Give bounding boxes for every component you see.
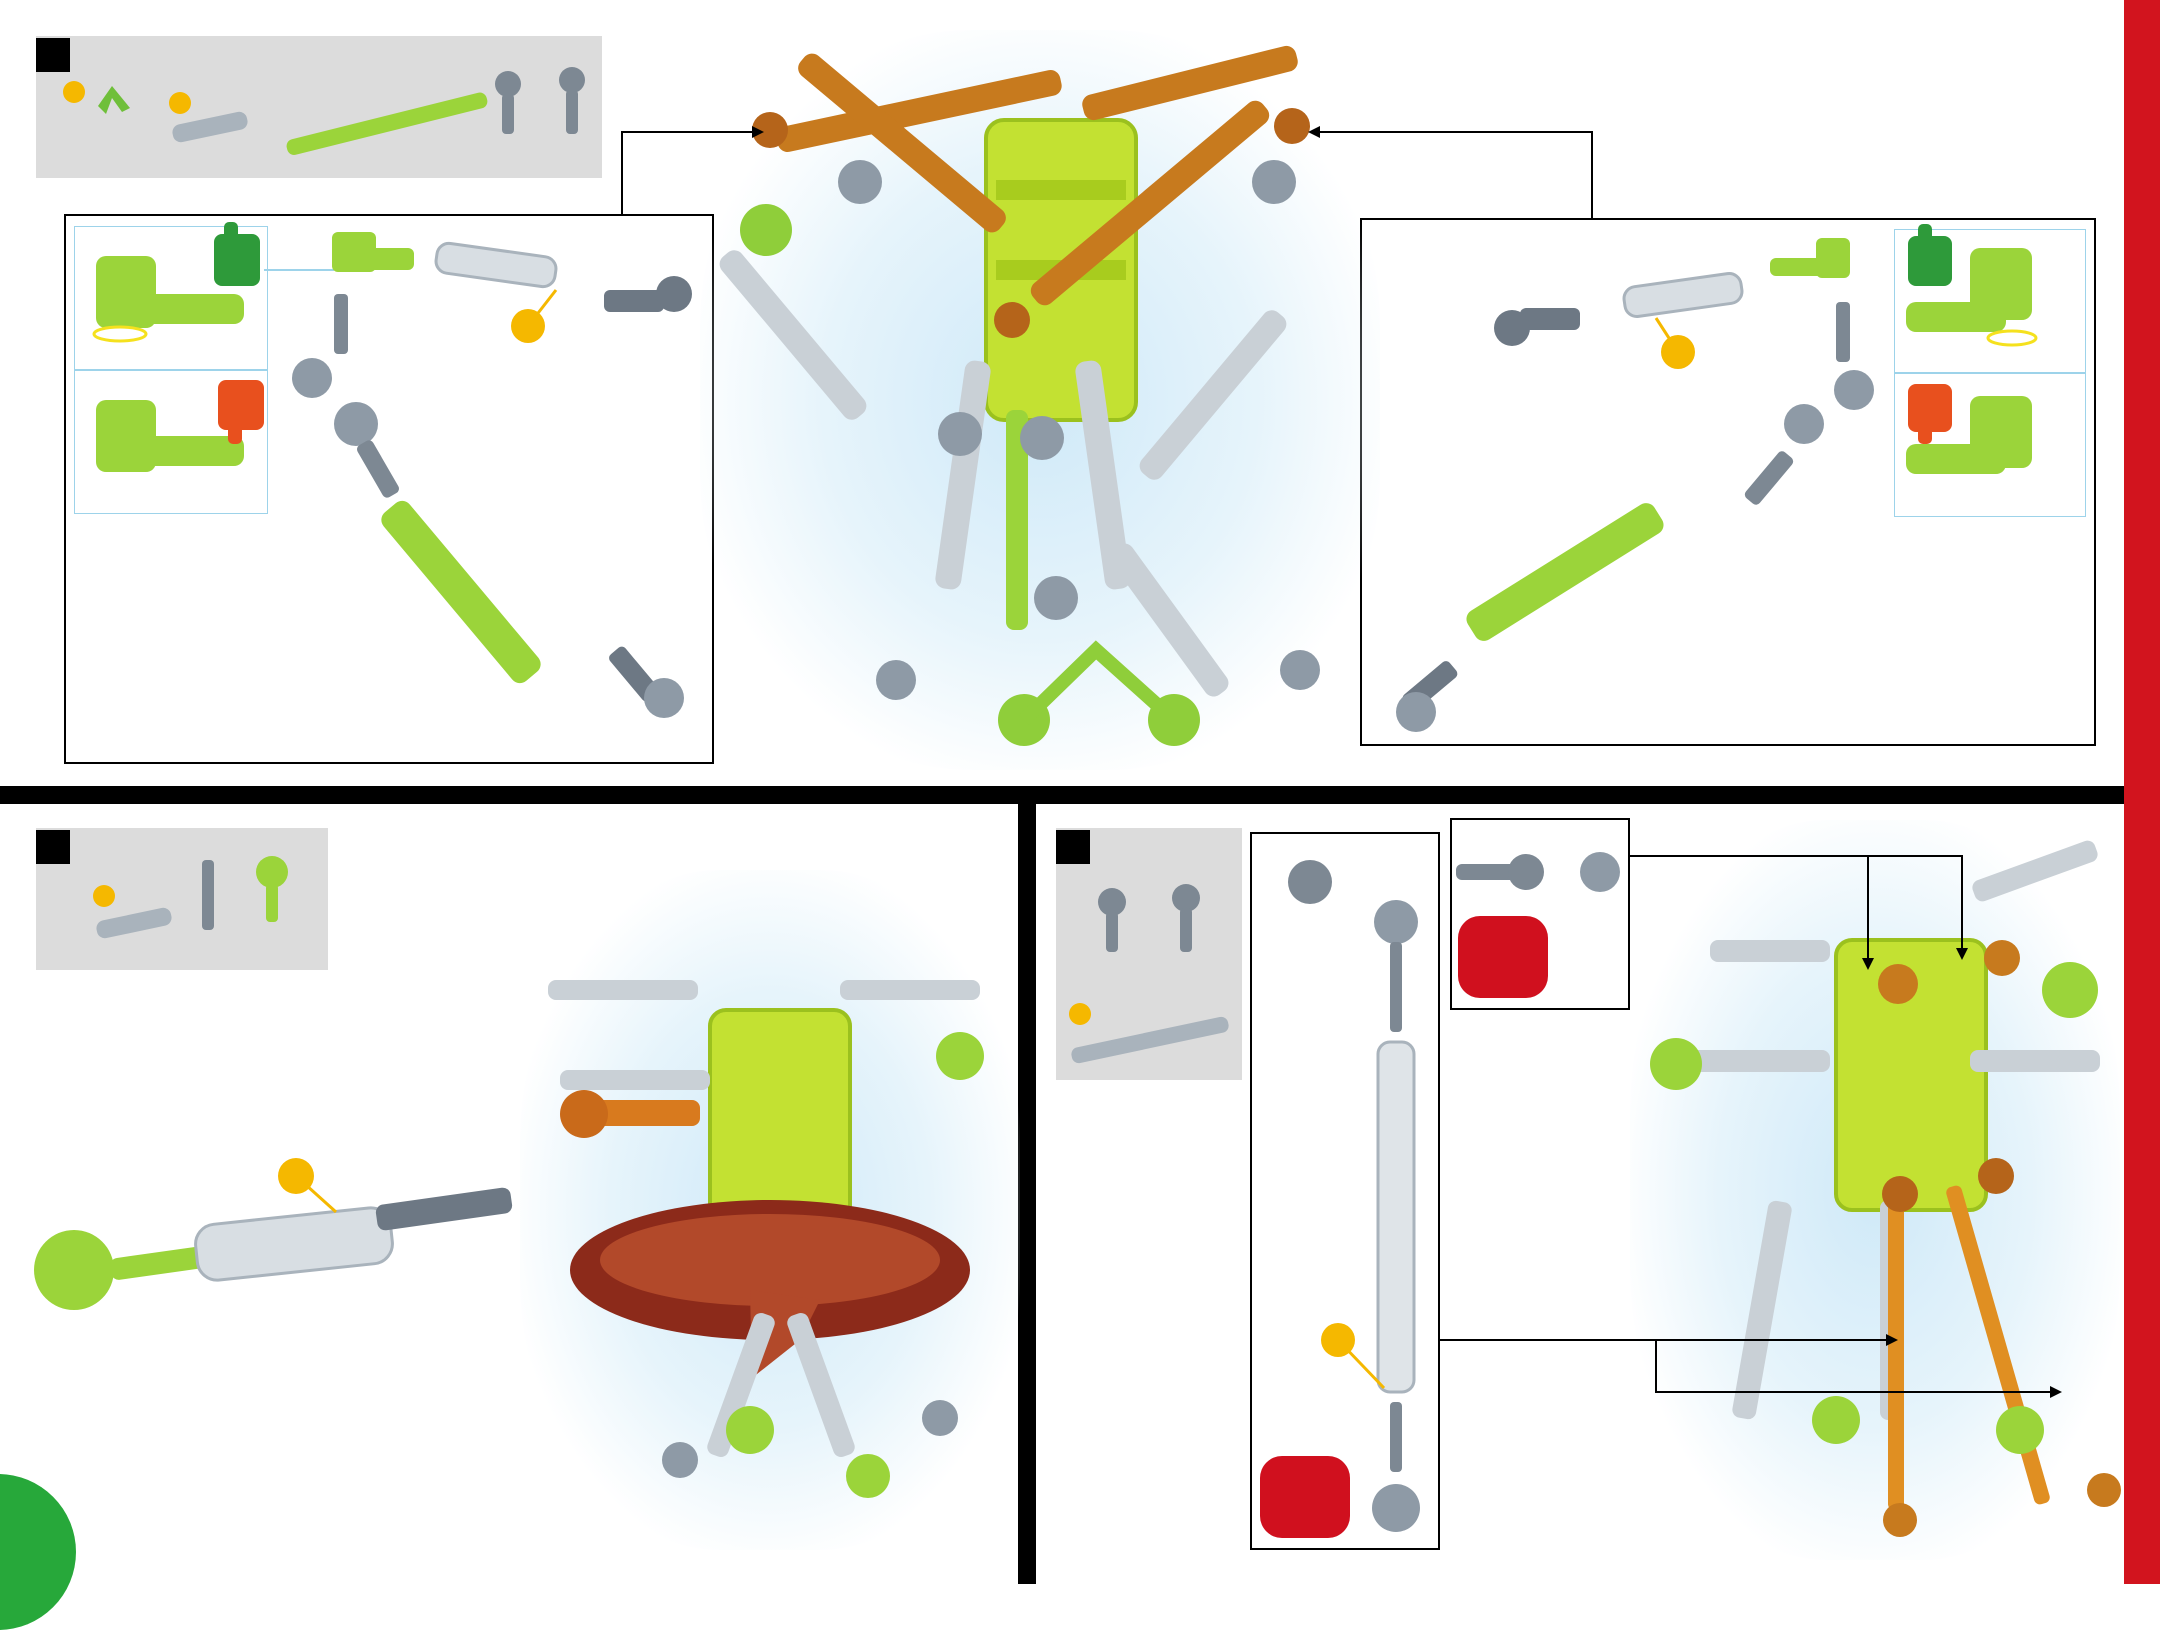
connector-arrows-bottom	[0, 0, 2160, 1584]
